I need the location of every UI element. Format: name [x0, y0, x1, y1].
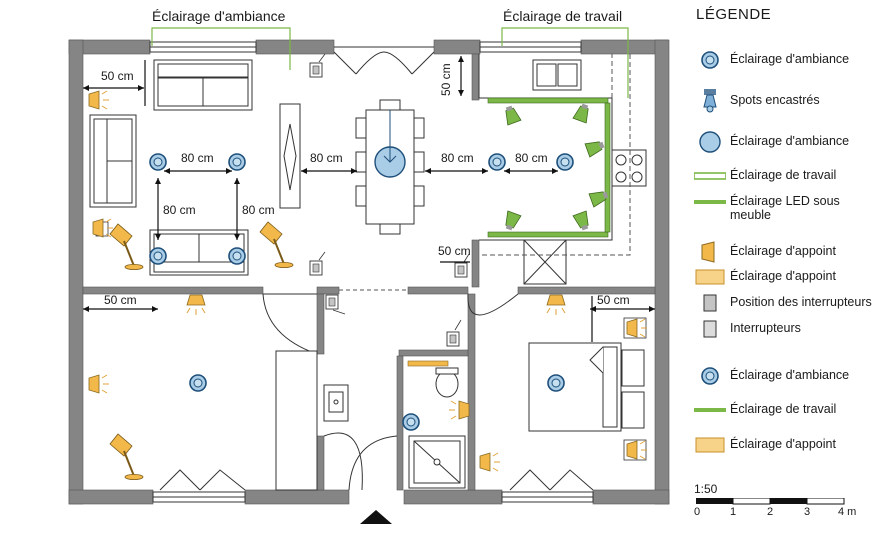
ambient-lights	[149, 110, 574, 431]
scale-bar: 1:50 0 1 2 3 4 m	[692, 482, 872, 522]
legend-item-switch: Interrupteurs	[694, 317, 880, 341]
dimension-lines	[83, 56, 655, 342]
legend-item-switch-pos: Position des interrupteurs	[694, 291, 880, 315]
sofa-left	[89, 114, 137, 208]
sofa-top	[153, 59, 253, 111]
legend-item-accent-1: Éclairage d'appoint	[694, 240, 880, 264]
dim-50-kitchen-top: 50 cm	[439, 63, 453, 96]
led-under-cabinet-icon	[694, 200, 726, 204]
entrance-arrow	[360, 510, 392, 524]
accent-wall-light-icon	[701, 241, 715, 263]
legend-item-work-line: Éclairage de travail	[694, 398, 880, 422]
scale-tick-4: 4 m	[838, 506, 857, 518]
dim-50-bedroom-left: 50 cm	[104, 293, 137, 307]
kitchen-counter	[478, 54, 647, 285]
scale-graphic	[696, 498, 845, 505]
switch-icon	[703, 320, 717, 338]
ambient-light-icon	[701, 367, 719, 385]
legend-item-work-strip: Éclairage de travail	[694, 164, 880, 188]
dim-80-living-v2: 80 cm	[242, 203, 275, 217]
legend: LÉGENDE Éclairage d'ambiance Spots encas…	[688, 0, 880, 540]
legend-item-led: Éclairage LED sous meuble	[694, 190, 880, 224]
legend-item-accent-2: Éclairage d'appoint	[694, 265, 880, 289]
scale-tick-0: 0	[694, 506, 701, 518]
scale-tick-2: 2	[767, 506, 774, 518]
work-light-strip-icon	[694, 172, 726, 180]
work-lighting	[487, 97, 611, 238]
title-bracket-travail	[501, 27, 629, 98]
accent-box-icon	[695, 437, 725, 453]
legend-item-ambient-2: Éclairage d'ambiance	[694, 130, 880, 154]
dim-80-living-h: 80 cm	[181, 151, 214, 165]
scale-tick-1: 1	[730, 506, 737, 518]
ambient-light-icon	[701, 51, 719, 69]
title-travail: Éclairage de travail	[503, 8, 622, 24]
scale-ratio: 1:50	[694, 482, 718, 496]
scale-tick-3: 3	[804, 506, 811, 518]
kitchen-dashed-outline	[479, 54, 631, 256]
accent-strip-icon	[695, 269, 725, 285]
doors	[159, 46, 594, 491]
recessed-spot-icon	[703, 89, 717, 113]
title-ambiance: Éclairage d'ambiance	[152, 8, 286, 24]
dim-80-table: 80 cm	[310, 151, 343, 165]
bath-fixtures	[275, 350, 466, 491]
dim-50-living: 50 cm	[101, 69, 134, 83]
title-bracket-ambiance	[151, 27, 291, 70]
legend-item-accent-3: Éclairage d'appoint	[694, 433, 880, 457]
legend-title: LÉGENDE	[696, 6, 772, 23]
accent-lights	[88, 90, 648, 481]
bed	[528, 342, 645, 432]
dim-80-kitchen: 80 cm	[515, 151, 548, 165]
dim-80-dining: 80 cm	[441, 151, 474, 165]
dim-50-bedroom-right: 50 cm	[597, 293, 630, 307]
dim-50-kitchen-side: 50 cm	[438, 244, 471, 258]
ambient-ceiling-light-icon	[699, 131, 721, 153]
legend-item-recessed-spot: Spots encastrés	[694, 89, 880, 113]
legend-item-ambient-3: Éclairage d'ambiance	[694, 364, 880, 388]
windows	[149, 41, 594, 503]
switches	[309, 53, 470, 347]
work-light-line-icon	[694, 408, 726, 412]
dim-80-living-v1: 80 cm	[163, 203, 196, 217]
coffee-table	[279, 103, 301, 209]
switch-position-icon	[703, 294, 717, 312]
legend-item-ambient-1: Éclairage d'ambiance	[694, 48, 880, 72]
